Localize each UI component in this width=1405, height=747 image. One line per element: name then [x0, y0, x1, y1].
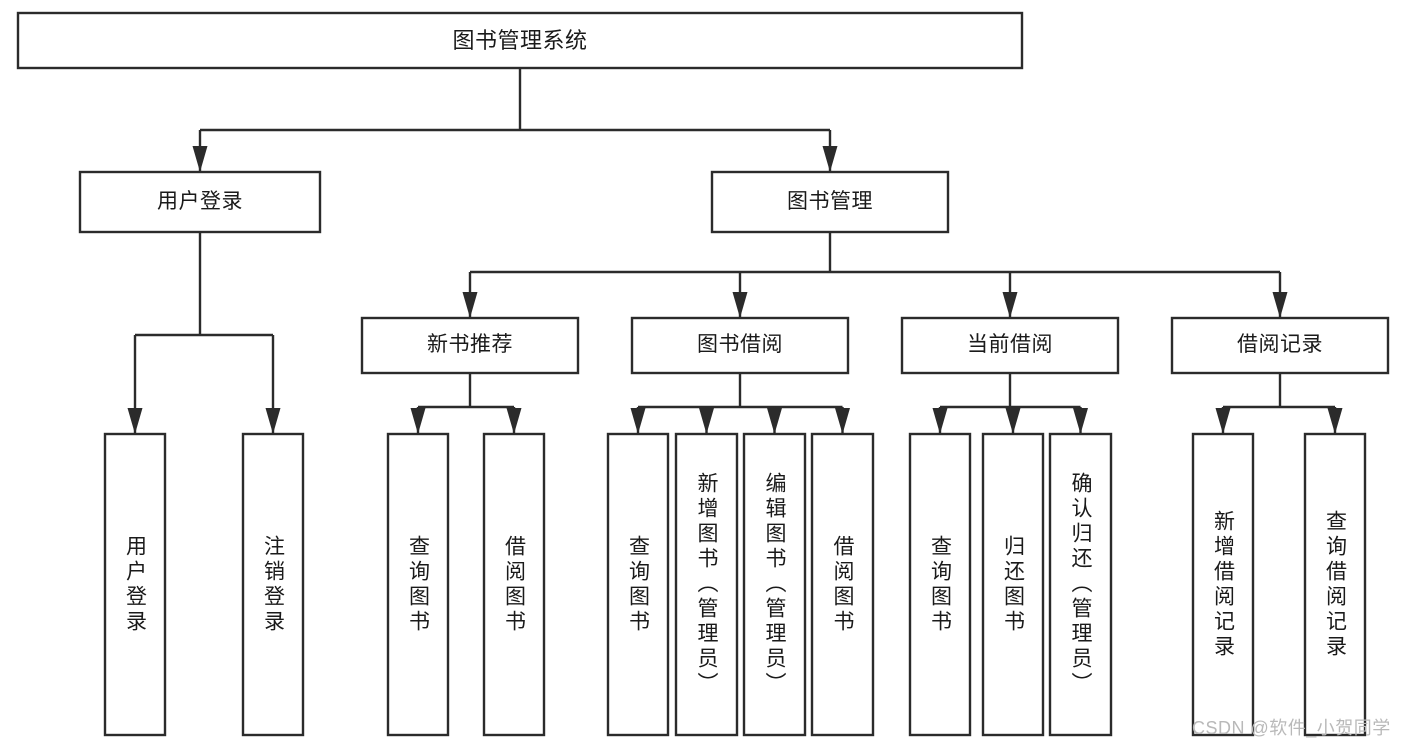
arrow-head-leaf-borrow-book-1	[506, 408, 522, 434]
node-box-leaf-logout	[241, 432, 305, 737]
node-box-book-borrow	[630, 316, 850, 375]
arrow-head-leaf-query-record	[1327, 408, 1343, 434]
node-box-leaf-add-book	[674, 432, 739, 737]
node-box-leaf-query-book-3	[908, 432, 972, 737]
node-box-leaf-return-book	[981, 432, 1045, 737]
node-box-current-borrow	[900, 316, 1120, 375]
arrow-head-leaf-logout	[265, 408, 281, 434]
node-box-borrow-record	[1170, 316, 1390, 375]
node-box-leaf-edit-book	[742, 432, 807, 737]
node-box-root	[16, 11, 1024, 70]
arrow-head-new-book-recommend	[462, 292, 478, 318]
node-box-new-book-recommend	[360, 316, 580, 375]
arrow-head-leaf-borrow-book-2	[835, 408, 850, 434]
node-box-leaf-borrow-book-1	[482, 432, 546, 737]
arrow-head-book-borrow	[732, 292, 748, 318]
node-box-leaf-query-book-1	[386, 432, 450, 737]
node-box-leaf-user-login	[103, 432, 167, 737]
arrow-head-book-manage	[822, 146, 838, 172]
connectors-layer	[127, 68, 1343, 434]
arrow-head-borrow-record	[1272, 292, 1288, 318]
boxes-layer	[16, 11, 1390, 737]
arrow-head-user-login	[192, 146, 208, 172]
arrow-head-leaf-query-book-2	[630, 408, 646, 434]
arrow-head-leaf-edit-book	[767, 408, 782, 434]
arrow-head-leaf-confirm-return	[1073, 408, 1088, 434]
node-box-leaf-query-record	[1303, 432, 1367, 737]
node-box-user-login	[78, 170, 322, 234]
arrow-head-leaf-return-book	[1005, 408, 1021, 434]
node-box-leaf-add-record	[1191, 432, 1255, 737]
watermark-text: CSDN @软件_小贺同学	[1192, 718, 1391, 738]
arrow-head-leaf-query-book-1	[410, 408, 426, 434]
node-box-leaf-query-book-2	[606, 432, 670, 737]
arrow-head-leaf-add-book	[699, 408, 714, 434]
arrow-head-leaf-user-login	[127, 408, 143, 434]
node-box-book-manage	[710, 170, 950, 234]
node-box-leaf-confirm-return	[1048, 432, 1113, 737]
node-box-leaf-borrow-book-2	[810, 432, 875, 737]
arrow-head-leaf-add-record	[1215, 408, 1231, 434]
arrow-head-leaf-query-book-3	[932, 408, 948, 434]
arrow-head-current-borrow	[1002, 292, 1018, 318]
